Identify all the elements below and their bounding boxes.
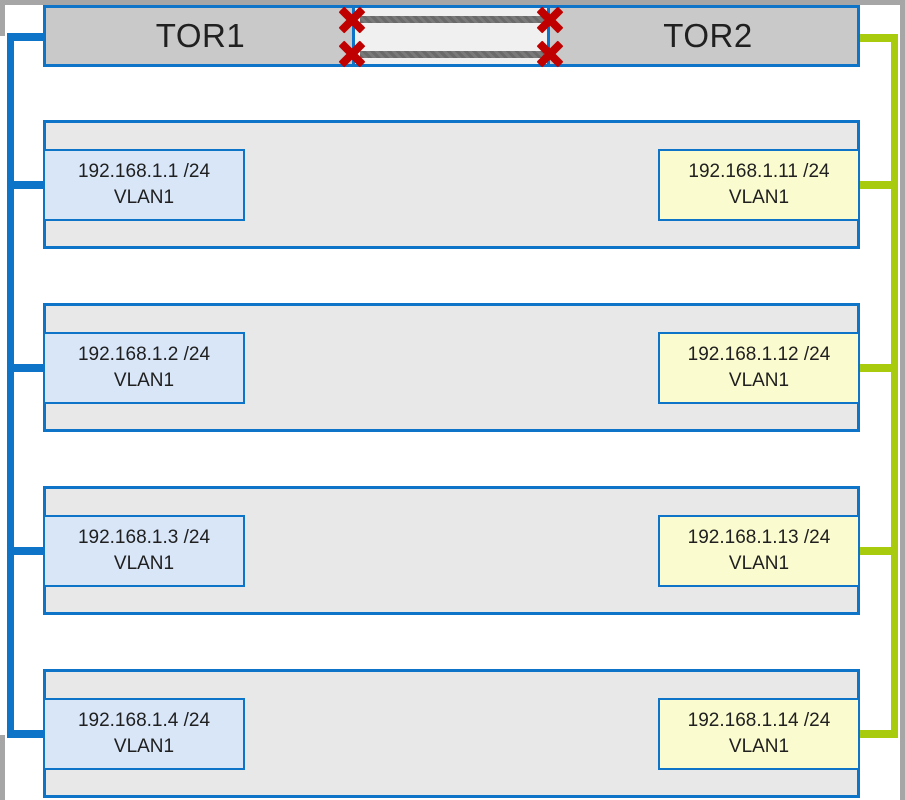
nic-card-right: 192.168.1.12 /24 VLAN1 xyxy=(658,332,860,404)
nic-vlan-label: VLAN1 xyxy=(113,553,175,574)
inter-tor-link-2 xyxy=(360,51,544,58)
nic-link-blue xyxy=(7,364,45,372)
nic-link-green xyxy=(858,547,898,555)
link-down-x-icon xyxy=(340,42,364,66)
nic-ip-label: 192.168.1.1 /24 xyxy=(77,161,211,183)
nic-card-left: 192.168.1.3 /24 VLAN1 xyxy=(43,515,245,587)
nic-vlan-label: VLAN1 xyxy=(728,736,790,757)
nic-vlan-label: VLAN1 xyxy=(113,187,175,208)
nic-ip-label: 192.168.1.14 /24 xyxy=(687,710,831,732)
server-row: 192.168.1.3 /24 VLAN1 192.168.1.13 /24 V… xyxy=(0,486,905,615)
nic-link-green xyxy=(858,364,898,372)
nic-ip-label: 192.168.1.4 /24 xyxy=(77,710,211,732)
nic-card-left: 192.168.1.1 /24 VLAN1 xyxy=(43,149,245,221)
nic-ip-label: 192.168.1.12 /24 xyxy=(687,344,831,366)
nic-vlan-label: VLAN1 xyxy=(113,736,175,757)
nic-vlan-label: VLAN1 xyxy=(728,187,790,208)
tor1-uplink-stub xyxy=(7,33,45,41)
nic-card-right: 192.168.1.13 /24 VLAN1 xyxy=(658,515,860,587)
inter-tor-link-1 xyxy=(360,16,544,23)
frame-border-left-bottom xyxy=(0,735,5,800)
frame-border-left-top xyxy=(0,0,5,36)
nic-link-blue xyxy=(7,181,45,189)
server-row: 192.168.1.2 /24 VLAN1 192.168.1.12 /24 V… xyxy=(0,303,905,432)
tor2-uplink-stub xyxy=(858,34,898,42)
link-down-x-icon xyxy=(340,8,364,32)
frame-border-top xyxy=(0,0,905,5)
tor2-switch-label: TOR2 xyxy=(663,17,753,54)
nic-vlan-label: VLAN1 xyxy=(728,370,790,391)
link-down-x-icon xyxy=(538,8,562,32)
nic-card-left: 192.168.1.2 /24 VLAN1 xyxy=(43,332,245,404)
nic-ip-label: 192.168.1.3 /24 xyxy=(77,527,211,549)
nic-ip-label: 192.168.1.2 /24 xyxy=(77,344,211,366)
server-row: 192.168.1.4 /24 VLAN1 192.168.1.14 /24 V… xyxy=(0,669,905,798)
nic-link-blue xyxy=(7,547,45,555)
tor1-switch-label: TOR1 xyxy=(155,17,246,54)
nic-vlan-label: VLAN1 xyxy=(113,370,175,391)
nic-ip-label: 192.168.1.13 /24 xyxy=(687,527,831,549)
tor2-trunk-cable xyxy=(891,34,898,738)
link-down-x-icon xyxy=(538,42,562,66)
nic-ip-label: 192.168.1.11 /24 xyxy=(688,161,830,183)
server-row: 192.168.1.1 /24 VLAN1 192.168.1.11 /24 V… xyxy=(0,120,905,249)
tor1-trunk-cable xyxy=(7,33,14,738)
nic-card-right: 192.168.1.11 /24 VLAN1 xyxy=(658,149,860,221)
nic-card-right: 192.168.1.14 /24 VLAN1 xyxy=(658,698,860,770)
nic-link-green xyxy=(858,181,898,189)
nic-link-green xyxy=(858,730,898,738)
nic-card-left: 192.168.1.4 /24 VLAN1 xyxy=(43,698,245,770)
nic-link-blue xyxy=(7,730,45,738)
frame-border-right xyxy=(900,0,905,800)
nic-vlan-label: VLAN1 xyxy=(728,553,790,574)
